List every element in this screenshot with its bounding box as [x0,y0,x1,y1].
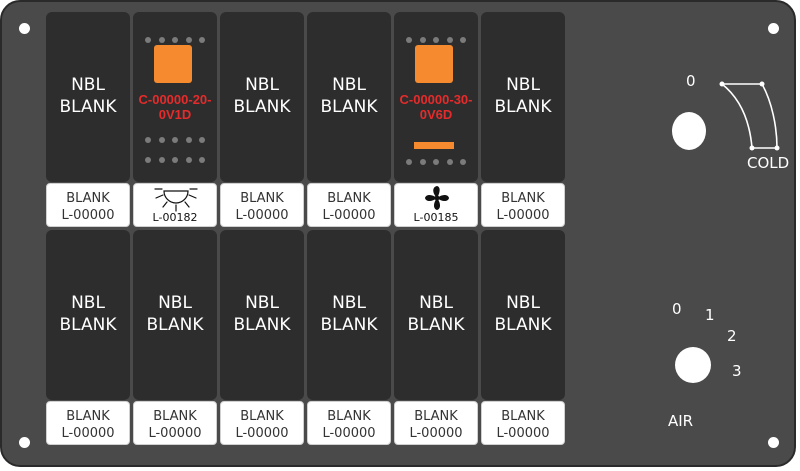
legend-10: BLANK L-00000 [307,401,391,445]
legend-code: L-00185 [413,211,459,224]
led-dots-bottom [145,157,205,163]
legend-line2: L-00000 [496,426,550,441]
indicator-led [415,45,453,83]
legend-line2: L-00000 [322,208,376,223]
led-dots-bottom [145,137,205,143]
legend-12: BLANK L-00000 [481,401,565,445]
legend-line1: BLANK [240,409,284,424]
legend-4: BLANK L-00000 [307,183,391,227]
led-dots-bottom [406,159,466,165]
legend-line2: L-00000 [322,426,376,441]
switch-5[interactable]: C-00000-30-0V6D [394,12,478,182]
temp-zero-label: 0 [686,72,696,90]
legend-3: BLANK L-00000 [220,183,304,227]
led-dots-top [145,37,205,43]
legend-2: L-00182 [133,183,217,227]
mounting-hole [768,23,779,34]
switch-2[interactable]: C-00000-20-0V1D [133,12,217,182]
legend-line1: BLANK [153,409,197,424]
led-dots-top [406,37,466,43]
temp-range-arc [719,81,780,151]
indicator-led [154,45,192,83]
air-label: AIR [668,412,694,430]
legend-line2: L-00000 [235,208,289,223]
air-pos-0: 0 [672,300,682,318]
legend-line2: L-00000 [235,426,289,441]
legend-5: L-00185 [394,183,478,227]
legend-line1: BLANK [327,191,371,206]
air-pos-2: 2 [727,327,737,345]
legend-line2: L-00000 [409,426,463,441]
indicator-bar [414,142,454,149]
legend-line2: L-00000 [148,426,202,441]
temp-cold-label: COLD [747,154,790,172]
legend-11: BLANK L-00000 [394,401,478,445]
legend-7: BLANK L-00000 [46,401,130,445]
legend-line2: L-00000 [61,426,115,441]
legend-8: BLANK L-00000 [133,401,217,445]
mounting-hole [768,437,779,448]
mounting-hole [19,437,30,448]
legend-line1: BLANK [414,409,458,424]
light-icon [134,184,216,212]
legend-1: BLANK L-00000 [46,183,130,227]
part-number: C-00000-30-0V6D [399,92,473,122]
legend-6: BLANK L-00000 [481,183,565,227]
legend-line1: BLANK [501,191,545,206]
legend-9: BLANK L-00000 [220,401,304,445]
legend-line1: BLANK [66,191,110,206]
legend-line2: L-00000 [496,208,550,223]
legend-code: L-00182 [152,211,198,224]
air-pos-1: 1 [705,306,715,324]
air-pos-3: 3 [732,362,742,380]
legend-line1: BLANK [240,191,284,206]
air-knob[interactable] [675,347,711,383]
legend-line1: BLANK [327,409,371,424]
part-number: C-00000-20-0V1D [138,92,212,122]
temp-knob[interactable] [672,112,706,150]
legend-line1: BLANK [66,409,110,424]
legend-line1: BLANK [501,409,545,424]
mounting-hole [19,23,30,34]
fan-icon [395,184,477,212]
legend-line2: L-00000 [61,208,115,223]
